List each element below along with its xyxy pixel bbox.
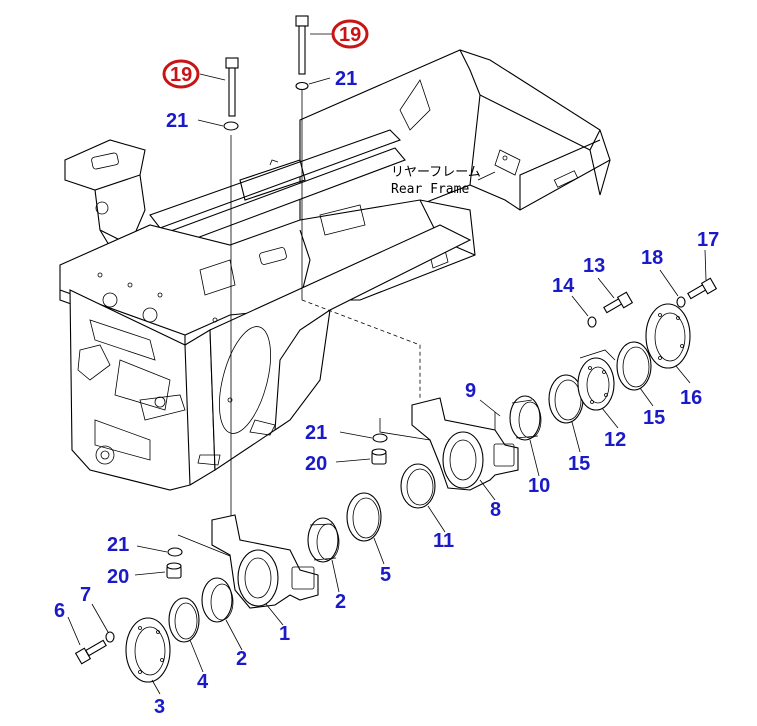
bracket-1 (211, 514, 319, 609)
callout-21-top: 21 (335, 68, 357, 90)
callout-8: 8 (490, 499, 501, 521)
callout-6: 6 (54, 600, 65, 622)
bolt-6 (74, 639, 107, 665)
callout-2-upper: 2 (335, 591, 346, 613)
callout-20-lower: 20 (107, 566, 129, 588)
cover-3 (125, 617, 171, 683)
nut-20-b (166, 562, 182, 579)
ring-11 (400, 463, 436, 509)
ring-15-upper (616, 341, 652, 391)
bushing-2-upper (307, 517, 340, 563)
washer-21-a (223, 121, 239, 131)
leader-lines (67, 33, 707, 695)
callout-21-lower: 21 (107, 534, 129, 556)
cover-16 (645, 303, 691, 369)
callout-21-mid: 21 (305, 422, 327, 444)
callout-4: 4 (197, 671, 209, 693)
svg-text:19: 19 (170, 64, 192, 86)
washer-21-c (372, 433, 388, 443)
bushing-2-lower (201, 577, 234, 623)
callout-15-upper: 15 (643, 407, 665, 429)
callout-16: 16 (680, 387, 702, 409)
svg-text:19: 19 (339, 24, 361, 46)
callout-19-left: 19 (162, 59, 200, 89)
callout-20-mid: 20 (305, 453, 327, 475)
callout-14: 14 (552, 275, 575, 297)
callout-18: 18 (641, 247, 663, 269)
washer-14 (587, 316, 597, 328)
ring-5 (346, 492, 382, 542)
washer-18 (676, 296, 686, 308)
callout-3: 3 (154, 696, 165, 718)
callout-19-top: 19 (331, 19, 369, 49)
bushing-10 (509, 395, 542, 441)
callout-13: 13 (583, 255, 605, 277)
callout-10: 10 (528, 475, 550, 497)
bolt-19-right (295, 15, 309, 75)
callout-2-lower: 2 (236, 648, 247, 670)
callout-5: 5 (380, 564, 391, 586)
plate-12 (577, 349, 616, 411)
callout-11: 11 (433, 530, 454, 552)
callout-7: 7 (80, 584, 91, 606)
washer-21-b (295, 81, 309, 91)
callout-1: 1 (279, 623, 290, 645)
bolt-13 (603, 291, 634, 314)
centerlines (177, 88, 431, 561)
ring-4 (168, 597, 200, 643)
title-english: Rear Frame (391, 182, 469, 197)
washer-21-d (167, 547, 183, 557)
callout-21-upper-left: 21 (166, 110, 188, 132)
washer-7 (105, 631, 115, 643)
callout-15-lower: 15 (568, 453, 590, 475)
callout-17: 17 (697, 229, 719, 251)
callout-9: 9 (465, 380, 476, 402)
bracket-8 (411, 397, 519, 491)
nut-20-a (371, 448, 387, 465)
bolt-19-left (225, 57, 239, 117)
callout-12: 12 (604, 429, 626, 451)
rear-frame-drawing (59, 49, 611, 491)
title-japanese: リヤーフレーム (391, 165, 481, 180)
bolt-17 (687, 277, 718, 300)
